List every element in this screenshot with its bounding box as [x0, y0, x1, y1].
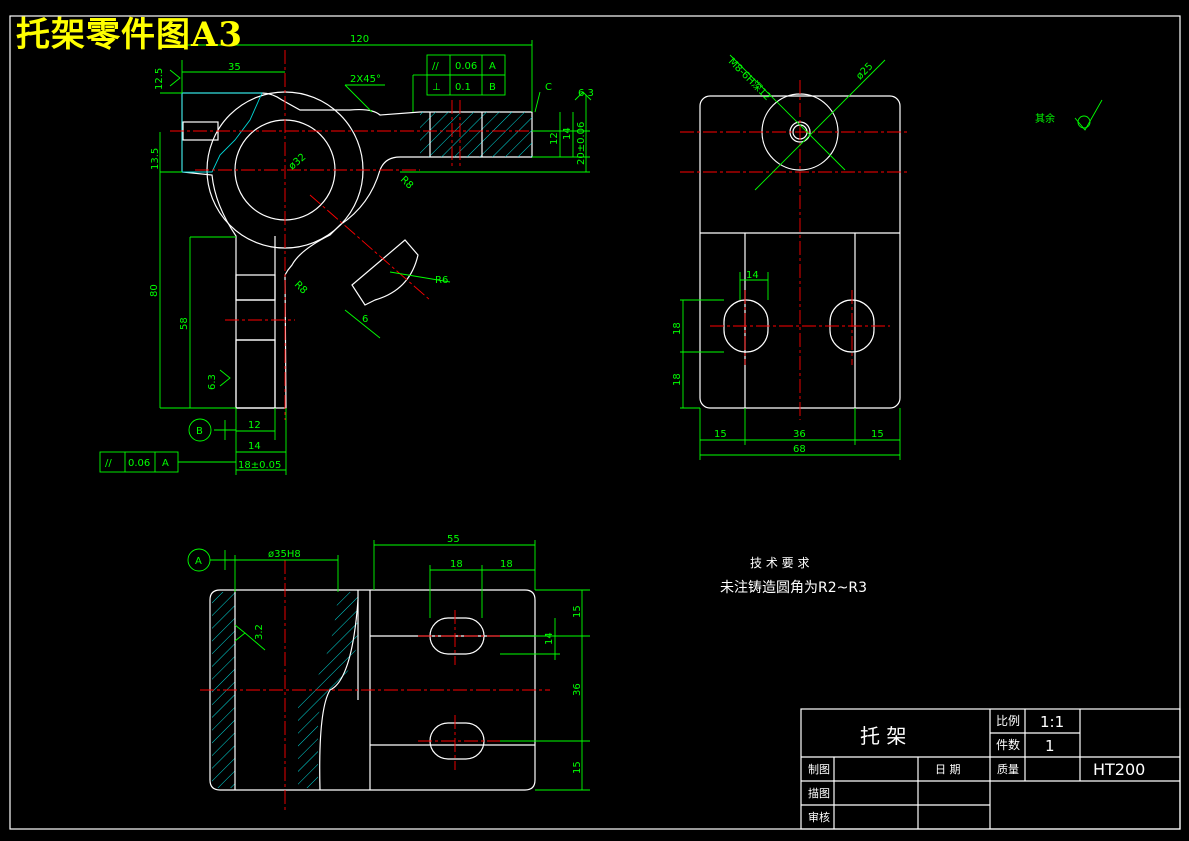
dim-14-bottom: 14: [248, 441, 261, 452]
tol-frame2-val: 0.06: [128, 458, 150, 469]
tol-frame-r1-sym: //: [432, 61, 439, 72]
dim-15-right: 15: [871, 429, 884, 440]
date-label: 日 期: [935, 763, 961, 776]
dim-14-top: 14: [544, 632, 555, 645]
tol-frame-r2-sym: ⊥: [432, 82, 441, 93]
drawing-frame: [9, 15, 1181, 830]
part-name: 托 架: [860, 724, 906, 748]
dim-36-top: 36: [572, 683, 583, 696]
mass-label: 质量: [997, 763, 1019, 776]
dim-12-right: 12: [549, 132, 560, 145]
title-block: 托 架 比例 1:1 件数 1 制图 日 期 质量 HT200 描图 审核: [800, 708, 1181, 830]
dim-18-upper: 18: [672, 322, 683, 335]
material-value: HT200: [1093, 760, 1145, 779]
drawn-label: 制图: [808, 763, 830, 776]
tol-frame-r1-datum: A: [489, 61, 496, 72]
dim-18-top-left: 18: [450, 559, 463, 570]
dim-12-5: 12.5: [154, 68, 165, 90]
checked-label: 审核: [808, 810, 830, 824]
dim-25: ø25: [854, 61, 875, 82]
scale-label: 比例: [996, 714, 1020, 728]
dim-15-top: 15: [572, 605, 583, 618]
dim-18-tol: 18±0.05: [238, 460, 281, 471]
technical-requirements: 技 术 要 求 未注铸造圆角为R2~R3: [720, 556, 867, 596]
dim-14-slot: 14: [746, 270, 759, 281]
radius-r8-upper: R8: [398, 174, 415, 191]
dim-35: 35: [228, 62, 241, 73]
dim-120: 120: [350, 34, 369, 45]
dim-15-left: 15: [714, 429, 727, 440]
scale-value: 1:1: [1040, 713, 1064, 731]
tol-frame-r2-datum: B: [489, 82, 496, 93]
surface-roughness-left: 6.3: [207, 374, 218, 390]
roughness-note: 其余: [1035, 99, 1103, 131]
tol-frame2-sym: //: [105, 458, 112, 469]
dim-14-right: 14: [562, 127, 573, 140]
dim-68: 68: [793, 444, 806, 455]
traced-label: 描图: [808, 786, 830, 800]
qty-value: 1: [1045, 737, 1055, 755]
datum-b-label: B: [196, 426, 203, 437]
side-view: M8-6H深12 ø25 14 18 18 15 36 15 68: [672, 54, 910, 460]
chamfer-label: 2X45°: [350, 74, 381, 85]
tech-req-line: 未注铸造圆角为R2~R3: [720, 580, 867, 596]
dim-bore-32: ø32: [287, 152, 309, 173]
datum-a-label: A: [195, 556, 202, 567]
removed-section: [351, 239, 419, 306]
dim-58: 58: [179, 317, 190, 330]
dim-20-tol: 20±0.06: [576, 122, 587, 165]
tol-frame2-datum: A: [162, 458, 169, 469]
tol-frame-r1-val: 0.06: [455, 61, 477, 72]
dim-18-lower: 18: [672, 373, 683, 386]
dim-6: 6: [362, 314, 368, 325]
qty-label: 件数: [996, 737, 1020, 752]
radius-r6: R6: [435, 275, 448, 286]
surface-roughness-top: 3.2: [254, 624, 265, 640]
top-view: ø35H8 55 18 18 15 14 36 15 3.2 A: [187, 534, 590, 810]
drawing-title: 托架零件图A3: [16, 15, 244, 55]
dim-bore-35h8: ø35H8: [268, 549, 301, 560]
dim-15-bottom: 15: [572, 761, 583, 774]
dim-12-bottom: 12: [248, 420, 261, 431]
dim-55: 55: [447, 534, 460, 545]
radius-r8-lower: R8: [292, 279, 309, 296]
dim-80: 80: [149, 284, 160, 297]
tech-req-title: 技 术 要 求: [750, 556, 809, 570]
roughness-note-label: 其余: [1035, 112, 1055, 125]
dim-36: 36: [793, 429, 806, 440]
front-view: 120 35 12.5 13.5 80 58 12 14 18±0.05 2X4…: [99, 34, 594, 475]
dim-13-5: 13.5: [150, 148, 161, 170]
label-c: C: [545, 82, 552, 93]
dim-18-top-right: 18: [500, 559, 513, 570]
tol-frame-r2-val: 0.1: [455, 82, 471, 93]
surface-roughness-right: 6.3: [578, 88, 594, 99]
